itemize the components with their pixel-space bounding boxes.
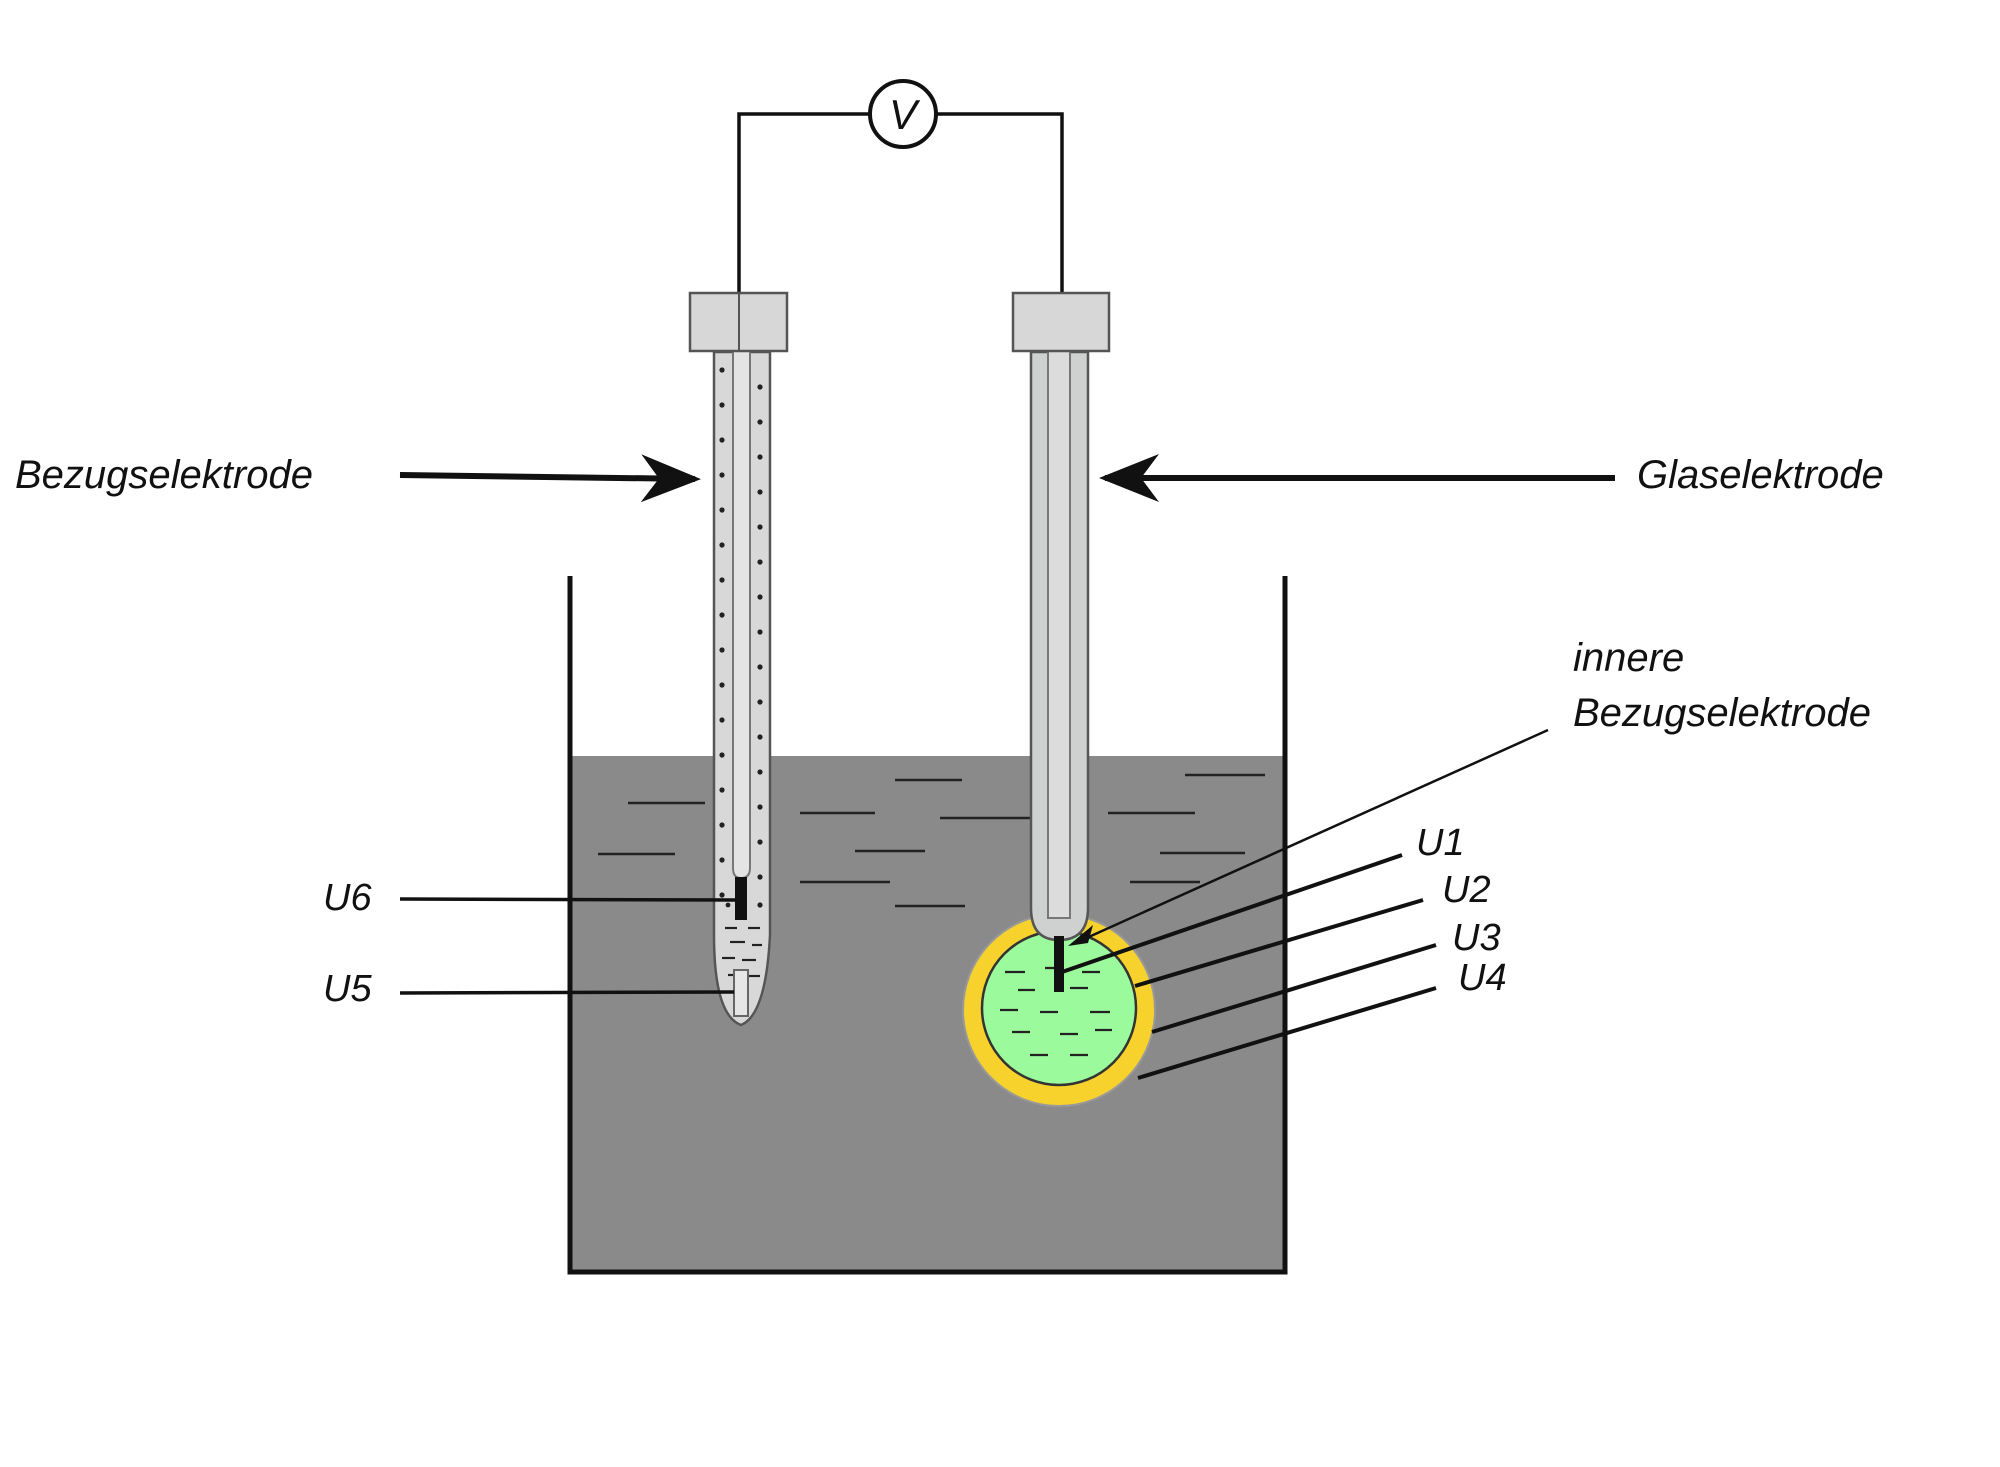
beaker-wall <box>567 576 1288 1275</box>
glass-electrode-label: Glaselektrode <box>1637 453 1884 497</box>
circuit: V <box>737 79 1064 295</box>
u3-leader <box>1151 943 1437 1034</box>
solution-dashes <box>598 773 1265 908</box>
u6-label: U6 <box>323 877 372 919</box>
u2-leader <box>1134 898 1424 988</box>
u5-leader <box>399 990 735 995</box>
leader-lines <box>399 454 1615 1080</box>
reference-arrow <box>399 454 701 503</box>
voltmeter: V <box>868 79 938 149</box>
u4-leader <box>1137 986 1437 1080</box>
u6-leader <box>399 897 736 902</box>
reference-electrode <box>688 291 789 1027</box>
reference-element <box>735 877 747 920</box>
inner-reference-label-line2: Bezugselektrode <box>1573 691 1871 735</box>
electrolyte-dots <box>719 367 763 908</box>
inner-reference-arrowhead <box>1068 925 1093 946</box>
labels: Bezugselektrode Glaselektrode innere Bez… <box>15 453 1884 1010</box>
test-solution <box>570 756 1285 1272</box>
u4-label: U4 <box>1458 957 1507 999</box>
voltmeter-circle <box>868 79 938 149</box>
glass-inner-tube <box>1047 352 1071 919</box>
u5-label: U5 <box>323 968 372 1010</box>
glass-electrode <box>962 291 1156 1107</box>
glass-electrode-cap <box>1011 291 1111 353</box>
reference-electrode-label: Bezugselektrode <box>15 453 313 497</box>
inner-reference-label-line1: innere <box>1573 636 1684 680</box>
diaphragm <box>733 969 749 1017</box>
u1-leader <box>1061 853 1403 974</box>
voltmeter-symbol: V <box>889 91 921 138</box>
reference-electrolyte-dashes <box>722 926 762 978</box>
u2-label: U2 <box>1442 869 1491 911</box>
u1-label: U1 <box>1416 822 1465 864</box>
beaker <box>567 576 1288 1275</box>
u3-label: U3 <box>1452 917 1501 959</box>
inner-reference-element <box>1054 936 1064 992</box>
inner-solution-dashes <box>1000 966 1112 1057</box>
reference-inner-tube <box>732 352 751 880</box>
inner-reference-leader <box>1081 728 1549 942</box>
